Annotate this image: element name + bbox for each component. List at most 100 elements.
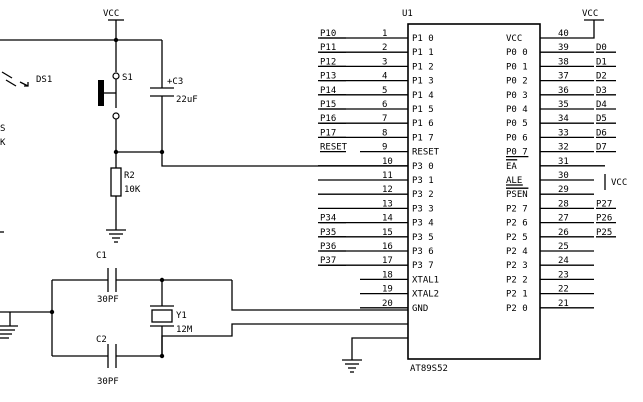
gnd-wire xyxy=(351,337,408,360)
pin-number: 21 xyxy=(558,299,569,309)
crystal-y1: Y1 12M xyxy=(150,280,193,356)
cap-c3-value: 22uF xyxy=(176,95,198,105)
pin-number: 35 xyxy=(558,100,569,110)
pin-name: P2 2 xyxy=(506,275,528,285)
pin-name: GND xyxy=(412,304,428,314)
pin-number: 8 xyxy=(382,128,387,138)
ground-symbol xyxy=(0,312,18,339)
resistor-body xyxy=(110,167,122,197)
pin-name: P0 0 xyxy=(506,48,528,58)
switch-terminal xyxy=(112,72,120,80)
pin-name: P2 1 xyxy=(506,290,528,300)
vcc-right: VCC VCC xyxy=(540,9,627,190)
led-arrow-head xyxy=(24,82,29,87)
pin-name: P2 0 xyxy=(506,304,528,314)
pin-number: 9 xyxy=(382,143,387,153)
pin-number: 25 xyxy=(558,242,569,252)
switch-s1: S1 xyxy=(98,72,133,120)
pin-number: 12 xyxy=(382,185,393,195)
pin-number: 18 xyxy=(382,270,393,280)
pin-name: P3 0 xyxy=(412,162,434,172)
pin-name: P0 3 xyxy=(506,91,528,101)
pin-name: P2 5 xyxy=(506,233,528,243)
net-label: P34 xyxy=(320,214,336,224)
net-label: P15 xyxy=(320,100,336,110)
pin-name: P3 6 xyxy=(412,247,434,257)
pin-number: 31 xyxy=(558,157,569,167)
pin-number: 7 xyxy=(382,114,387,124)
pin-number: 23 xyxy=(558,270,569,280)
pin-name: P3 4 xyxy=(412,219,434,229)
pin-number: 36 xyxy=(558,86,569,96)
led-arrow xyxy=(1,71,13,79)
cap-c3-ref: +C3 xyxy=(167,77,183,87)
pin-name: P2 4 xyxy=(506,247,528,257)
net-label: D6 xyxy=(596,128,607,138)
pin-name: P1 1 xyxy=(412,48,434,58)
pin-number: 38 xyxy=(558,57,569,67)
pin-name: P0 6 xyxy=(506,133,528,143)
net-label: D1 xyxy=(596,57,607,67)
led-cut-label: K xyxy=(0,138,6,148)
led-arrow xyxy=(19,81,29,87)
led-ds1: DS1 S K xyxy=(0,71,52,148)
pin-name: P2 6 xyxy=(506,219,528,229)
pin-number: 19 xyxy=(382,285,393,295)
pin-name: P1 7 xyxy=(412,133,434,143)
pin-number: 34 xyxy=(558,114,569,124)
reset-circuit: VCC S1 DS1 S K xyxy=(0,9,408,243)
pin-number: 15 xyxy=(382,228,393,238)
crystal-body xyxy=(151,309,173,323)
pin-name: P1 2 xyxy=(412,62,434,72)
pin-number: 28 xyxy=(558,199,569,209)
pin-name: XTAL1 xyxy=(412,275,439,285)
pin-name: P1 4 xyxy=(412,91,434,101)
ground-symbol xyxy=(106,229,126,243)
net-label: P26 xyxy=(596,214,612,224)
net-label: D0 xyxy=(596,43,607,53)
chip-ref: U1 xyxy=(402,9,413,19)
pin-number: 1 xyxy=(382,29,387,39)
chip-ground xyxy=(342,337,408,373)
net-label: RESET xyxy=(320,143,348,153)
net-label: P37 xyxy=(320,256,336,266)
chip-part: AT89S52 xyxy=(410,364,448,374)
pin-name: P1 3 xyxy=(412,77,434,87)
pin-number: 17 xyxy=(382,256,393,266)
led-cut-label: S xyxy=(0,124,5,134)
res-r2-ref: R2 xyxy=(124,171,135,181)
capacitor-c3: +C3 22uF xyxy=(150,40,198,152)
cap-c2-value: 30PF xyxy=(97,377,119,387)
pin-number: 39 xyxy=(558,43,569,53)
switch-terminal xyxy=(112,112,120,120)
pin-name: P0 4 xyxy=(506,105,528,115)
pin-number: 24 xyxy=(558,256,569,266)
pin-number: 22 xyxy=(558,285,569,295)
pin-name: P3 3 xyxy=(412,204,434,214)
pin-number: 6 xyxy=(382,100,387,110)
pin-name: P0 1 xyxy=(506,62,528,72)
pin-number: 2 xyxy=(382,43,387,53)
net-label: P35 xyxy=(320,228,336,238)
pin-name: P1 6 xyxy=(412,119,434,129)
switch-ref: S1 xyxy=(122,73,133,83)
pin-number: 3 xyxy=(382,57,387,67)
pin-name: P0 7 xyxy=(506,148,528,158)
pin-name: P1 5 xyxy=(412,105,434,115)
pin-name: EA xyxy=(506,162,517,172)
pin-number: 32 xyxy=(558,143,569,153)
pin-name: XTAL2 xyxy=(412,290,439,300)
switch-actuator xyxy=(98,80,104,106)
xtal1-wire xyxy=(231,280,408,311)
net-label: P25 xyxy=(596,228,612,238)
vcc-label-left: VCC xyxy=(103,9,119,19)
xtal2-wire xyxy=(161,323,408,356)
net-label: P11 xyxy=(320,43,336,53)
pin-name: VCC xyxy=(506,34,522,44)
net-label: D3 xyxy=(596,86,607,96)
pin-number: 27 xyxy=(558,214,569,224)
pin-number: 37 xyxy=(558,72,569,82)
